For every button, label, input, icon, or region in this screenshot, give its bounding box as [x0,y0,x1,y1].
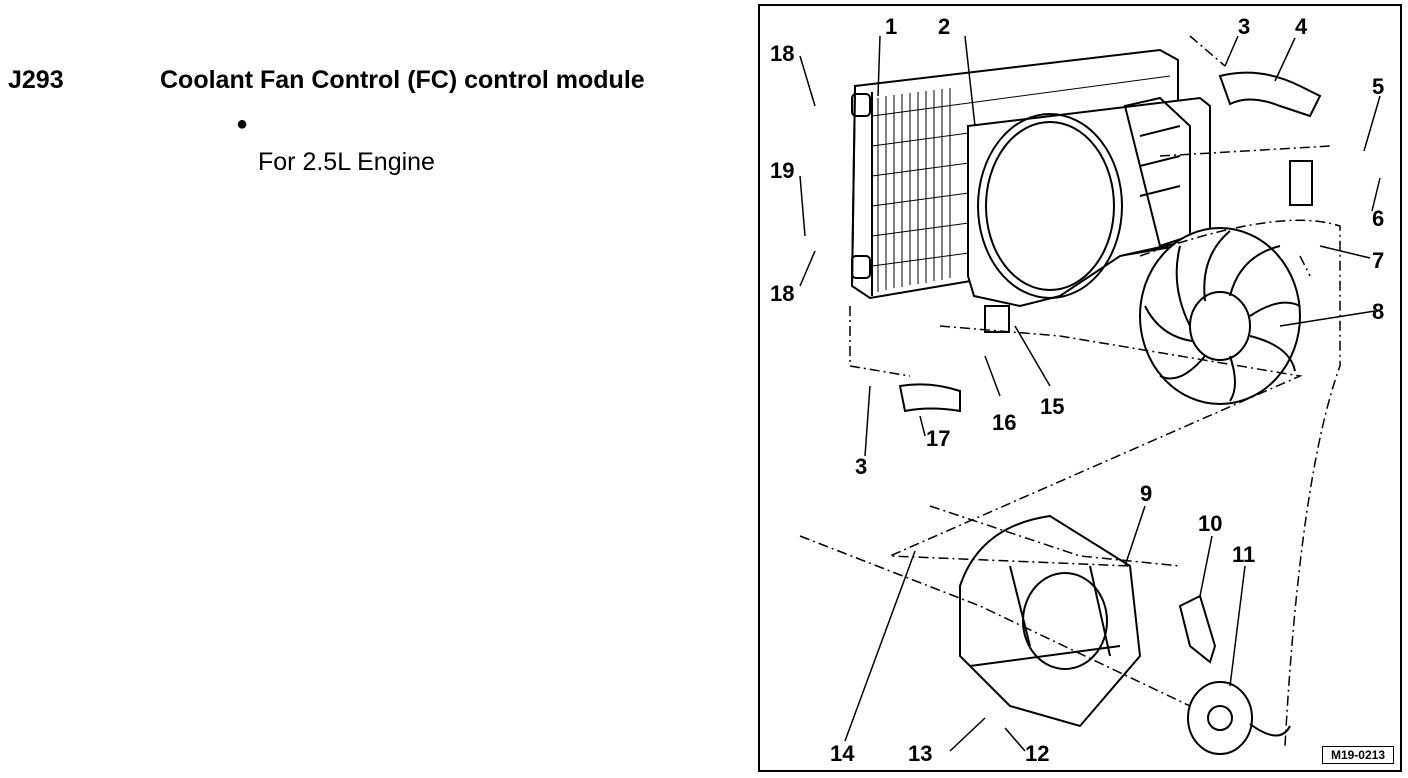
figure-id-tag: M19-0213 [1321,746,1394,764]
callout-18-upper: 18 [770,41,794,66]
callout-5: 5 [1372,74,1384,99]
callout-15: 15 [1040,394,1064,419]
callout-10: 10 [1198,511,1222,536]
lower-hose-shape [898,383,961,413]
callout-8: 8 [1372,299,1384,324]
shroud-shape [967,96,1313,333]
fan-motor-shape [1187,681,1291,755]
callout-18-lower: 18 [770,281,794,306]
callout-16: 16 [992,410,1016,435]
callout-12: 12 [1025,741,1049,766]
fan-blade-shape [1139,227,1301,405]
exploded-diagram: 1 2 3 4 5 6 7 8 15 16 3 17 18 19 18 9 10… [758,4,1402,772]
callout-3-upper: 3 [1238,14,1250,39]
bullet-text-engine: For 2.5L Engine [258,148,435,176]
callout-17: 17 [926,426,950,451]
callout-2: 2 [938,14,950,39]
component-title: Coolant Fan Control (FC) control module [160,66,645,94]
upper-hose-shape [1218,71,1322,118]
callout-7: 7 [1372,248,1384,273]
callout-3-lower: 3 [855,454,867,479]
bullet-marker: ● [236,113,249,135]
callout-14: 14 [830,741,855,766]
callout-4: 4 [1295,14,1308,39]
callout-6: 6 [1372,206,1384,231]
exploded-diagram-svg: 1 2 3 4 5 6 7 8 15 16 3 17 18 19 18 9 10… [770,14,1384,766]
callout-13: 13 [908,741,932,766]
callout-labels: 1 2 3 4 5 6 7 8 15 16 3 17 18 19 18 9 10… [770,14,1384,766]
lower-shroud-shape [959,514,1142,728]
bracket-shape [1178,594,1217,664]
callout-19: 19 [770,158,794,183]
component-code: J293 [8,66,64,94]
callout-1: 1 [885,14,897,39]
callout-11: 11 [1232,542,1255,567]
callout-9: 9 [1140,481,1152,506]
